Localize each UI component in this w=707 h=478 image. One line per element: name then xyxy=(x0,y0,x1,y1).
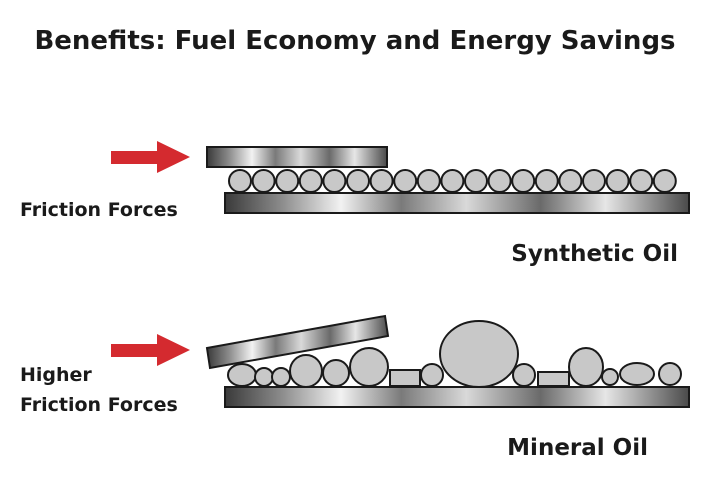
bottom-metal-plate xyxy=(224,192,690,214)
oil-molecule xyxy=(658,362,682,386)
oil-molecule xyxy=(389,369,421,387)
oil-molecule xyxy=(534,169,559,193)
oil-molecule xyxy=(275,169,300,193)
oil-molecule xyxy=(464,169,488,193)
oil-molecule xyxy=(251,169,276,193)
oil-molecule xyxy=(322,169,347,193)
oil-molecule xyxy=(298,169,323,193)
oil-molecule xyxy=(601,368,619,386)
oil-particles xyxy=(228,169,677,193)
higher-friction-forces-label: Friction Forces xyxy=(20,394,178,416)
oil-molecule xyxy=(416,169,441,193)
oil-molecule xyxy=(512,363,536,387)
force-arrow-icon xyxy=(111,141,190,173)
oil-molecule xyxy=(393,169,418,193)
oil-molecule xyxy=(346,169,370,193)
tilted-metal-plate xyxy=(205,314,390,370)
oil-molecule xyxy=(420,363,444,387)
oil-molecule xyxy=(568,347,604,387)
oil-molecule xyxy=(349,347,389,387)
oil-molecule xyxy=(487,169,512,193)
top-metal-plate xyxy=(206,146,388,168)
oil-molecule xyxy=(629,169,654,193)
synthetic-oil-panel: Friction Forces Synthetic Oil xyxy=(20,141,690,267)
oil-molecule xyxy=(228,169,252,193)
higher-label: Higher xyxy=(20,364,92,386)
oil-molecule xyxy=(439,320,519,388)
oil-molecule xyxy=(227,363,257,387)
synthetic-oil-label: Synthetic Oil xyxy=(511,241,678,267)
force-arrow-icon xyxy=(111,334,190,366)
oil-molecule xyxy=(440,169,465,193)
oil-molecule xyxy=(289,354,323,388)
oil-molecule xyxy=(619,362,655,386)
oil-molecule xyxy=(271,367,291,387)
oil-molecule xyxy=(537,371,570,387)
oil-molecule xyxy=(322,359,350,387)
oil-particles xyxy=(227,320,682,388)
mineral-oil-label: Mineral Oil xyxy=(507,435,648,461)
friction-forces-label: Friction Forces xyxy=(20,199,178,221)
mineral-oil-panel: Higher Friction Forces Mineral Oil xyxy=(20,314,690,461)
oil-molecule xyxy=(605,169,630,193)
oil-molecule xyxy=(558,169,583,193)
bottom-metal-plate xyxy=(224,386,690,408)
oil-molecule xyxy=(652,169,677,193)
oil-molecule xyxy=(511,169,536,193)
oil-molecule xyxy=(369,169,394,193)
oil-molecule xyxy=(582,169,606,193)
diagram-title: Benefits: Fuel Economy and Energy Saving… xyxy=(34,26,675,56)
oil-molecule xyxy=(254,367,274,387)
